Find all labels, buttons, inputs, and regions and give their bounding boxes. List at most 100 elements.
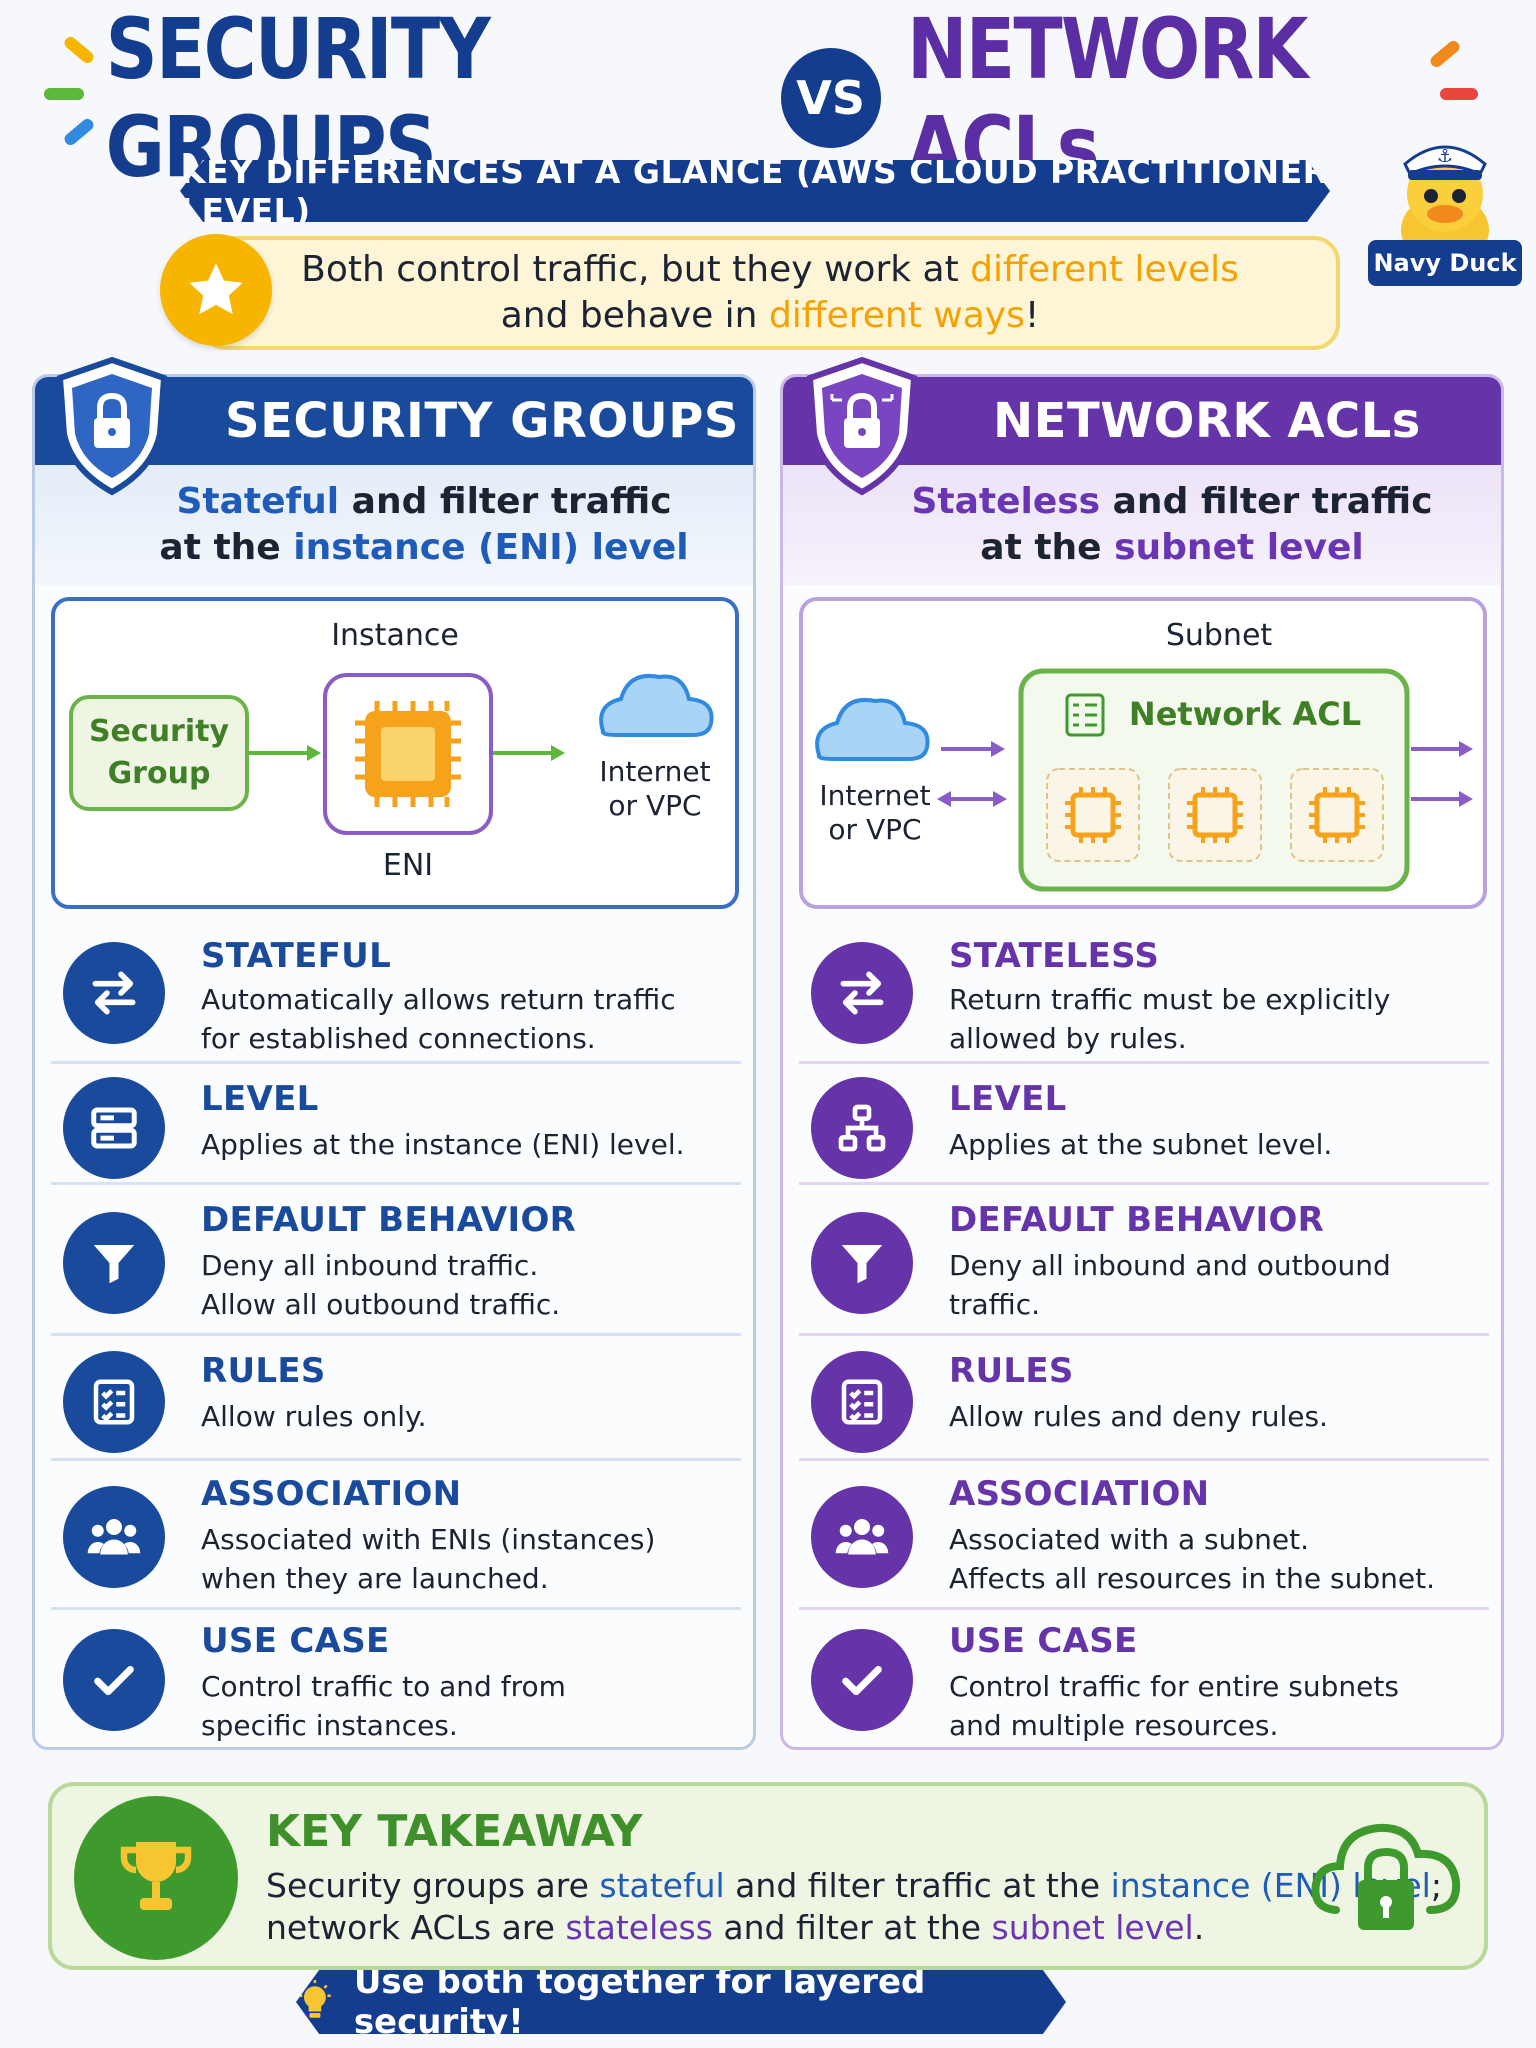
feature-row-stateless: STATELESS Return traffic must be explici… [799, 922, 1489, 1064]
feature-title: USE CASE [949, 1621, 1138, 1661]
feature-description: Automatically allows return traffic for … [201, 980, 741, 1058]
security-groups-summary: Stateful and filter traffic at the insta… [35, 465, 753, 585]
feature-title: DEFAULT BEHAVIOR [949, 1200, 1325, 1240]
network-acls-panel: NETWORK ACLs Stateless and filter traffi… [780, 374, 1504, 1750]
security-group-diagram: Instance Security Group ENI [51, 597, 739, 909]
feature-row-use-case: USE CASE Control traffic for entire subn… [799, 1613, 1489, 1747]
subtitle-banner: KEY DIFFERENCES AT A GLANCE (AWS CLOUD P… [180, 152, 1330, 230]
summary-highlight: Stateful [176, 481, 340, 522]
decor-dash [1440, 88, 1478, 100]
feature-row-default-behavior: DEFAULT BEHAVIOR Deny all inbound traffi… [51, 1188, 741, 1336]
feature-title: RULES [201, 1351, 326, 1391]
cloud-label: Internet [599, 755, 710, 788]
feature-line: Deny all inbound traffic. [201, 1249, 539, 1282]
takeaway-text: and filter at the [712, 1908, 992, 1947]
feature-description: Allow rules only. [201, 1397, 741, 1436]
eni-label: ENI [383, 848, 433, 883]
feature-row-association: ASSOCIATION Associated with ENIs (instan… [51, 1464, 741, 1610]
intro-text: Both control traffic, but they work at [301, 249, 971, 290]
intro-line-2: and behave in different ways! [501, 293, 1040, 339]
feature-description: Control traffic for entire subnets and m… [949, 1667, 1489, 1745]
takeaway-line-2: network ACLs are stateless and filter at… [266, 1908, 1204, 1947]
feature-title: RULES [949, 1351, 1074, 1391]
feature-description: Deny all inbound traffic. Allow all outb… [201, 1246, 741, 1324]
summary-highlight: instance (ENI) level [293, 527, 689, 568]
takeaway-highlight: stateful [599, 1866, 725, 1905]
summary-text: and filter traffic [339, 481, 672, 522]
cloud-label: Internet [819, 779, 930, 812]
summary-text: and filter traffic [1100, 481, 1433, 522]
network-acl-box-label: Network ACL [1129, 695, 1361, 733]
security-group-box-label: Security [89, 714, 230, 749]
feature-description: Associated with a subnet. Affects all re… [949, 1520, 1489, 1598]
server-icon [63, 1077, 165, 1179]
lightbulb-icon [299, 1979, 331, 2018]
feature-line: specific instances. [201, 1709, 458, 1742]
takeaway-text: . [1193, 1908, 1205, 1947]
feature-line: Allow all outbound traffic. [201, 1288, 561, 1321]
feature-row-association: ASSOCIATION Associated with a subnet. Af… [799, 1464, 1489, 1610]
feature-row-level: LEVEL Applies at the subnet level. [799, 1067, 1489, 1185]
title-security-groups: SECURITY GROUPS [105, 0, 491, 196]
feature-line: Applies at the subnet level. [949, 1128, 1333, 1161]
takeaway-title: KEY TAKEAWAY [266, 1806, 643, 1857]
checklist-icon [1065, 693, 1105, 737]
diagram-instance-label: Instance [331, 618, 459, 653]
summary-highlight: subnet level [1114, 527, 1364, 568]
star-icon [160, 234, 272, 346]
feature-row-level: LEVEL Applies at the instance (ENI) leve… [51, 1067, 741, 1185]
feature-row-rules: RULES Allow rules and deny rules. [799, 1339, 1489, 1461]
page-title: SECURITY GROUPS VS NETWORK ACLs [0, 0, 1536, 196]
takeaway-highlight: subnet level [991, 1908, 1194, 1947]
intro-callout: Both control traffic, but they work at d… [200, 236, 1340, 350]
feature-title: LEVEL [201, 1079, 319, 1119]
takeaway-text: ; [1430, 1866, 1442, 1905]
network-lock-shield-icon [806, 356, 918, 496]
intro-text: ! [1024, 295, 1040, 336]
feature-description: Control traffic to and from specific ins… [201, 1667, 741, 1745]
filter-icon [811, 1212, 913, 1314]
feature-line: allowed by rules. [949, 1022, 1187, 1055]
security-group-box-label: Group [108, 756, 211, 791]
takeaway-text: Security groups are [266, 1866, 600, 1905]
intro-highlight: different levels [970, 249, 1239, 290]
users-icon [63, 1486, 165, 1588]
intro-highlight: different ways [768, 295, 1025, 336]
takeaway-highlight: stateless [565, 1908, 713, 1947]
users-icon [811, 1486, 913, 1588]
feature-line: Return traffic must be explicitly [949, 983, 1391, 1016]
feature-line: and multiple resources. [949, 1709, 1279, 1742]
takeaway-line-1: Security groups are stateful and filter … [266, 1866, 1442, 1905]
bottom-tip-banner: Use both together for layered security! [296, 1970, 1066, 2034]
feature-description: Allow rules and deny rules. [949, 1397, 1489, 1436]
feature-line: Affects all resources in the subnet. [949, 1562, 1435, 1595]
feature-description: Applies at the subnet level. [949, 1125, 1489, 1164]
feature-line: Allow rules and deny rules. [949, 1400, 1328, 1433]
feature-row-rules: RULES Allow rules only. [51, 1339, 741, 1461]
mascot-label: Navy Duck [1368, 240, 1522, 286]
feature-line: Automatically allows return traffic [201, 983, 676, 1016]
intro-text: and behave in [500, 295, 769, 336]
feature-line: for established connections. [201, 1022, 596, 1055]
cpu-chip-icon [1168, 768, 1262, 862]
feature-title: STATEFUL [201, 936, 392, 976]
network-acl-diagram: Subnet Internet or VPC Network ACL [799, 597, 1487, 909]
network-acls-summary: Stateless and filter traffic at the subn… [783, 465, 1501, 585]
svg-text:⚓: ⚓ [1437, 146, 1453, 167]
bottom-tip-text: Use both together for layered security! [353, 1962, 926, 2042]
checkmark-icon [63, 1629, 165, 1731]
feature-row-default-behavior: DEFAULT BEHAVIOR Deny all inbound and ou… [799, 1188, 1489, 1336]
feature-line: Associated with a subnet. [949, 1523, 1309, 1556]
cloud-icon [599, 674, 714, 737]
feature-title: USE CASE [201, 1621, 390, 1661]
feature-row-use-case: USE CASE Control traffic to and from spe… [51, 1613, 741, 1747]
lock-shield-icon [56, 356, 168, 496]
intro-line-1: Both control traffic, but they work at d… [301, 247, 1239, 293]
filter-icon [63, 1212, 165, 1314]
feature-title: LEVEL [949, 1079, 1067, 1119]
feature-line: Control traffic for entire subnets [949, 1670, 1399, 1703]
feature-description: Deny all inbound and outbound traffic. [949, 1246, 1489, 1324]
checkmark-icon [811, 1629, 913, 1731]
summary-text: at the [980, 527, 1115, 568]
feature-line: traffic. [949, 1288, 1041, 1321]
